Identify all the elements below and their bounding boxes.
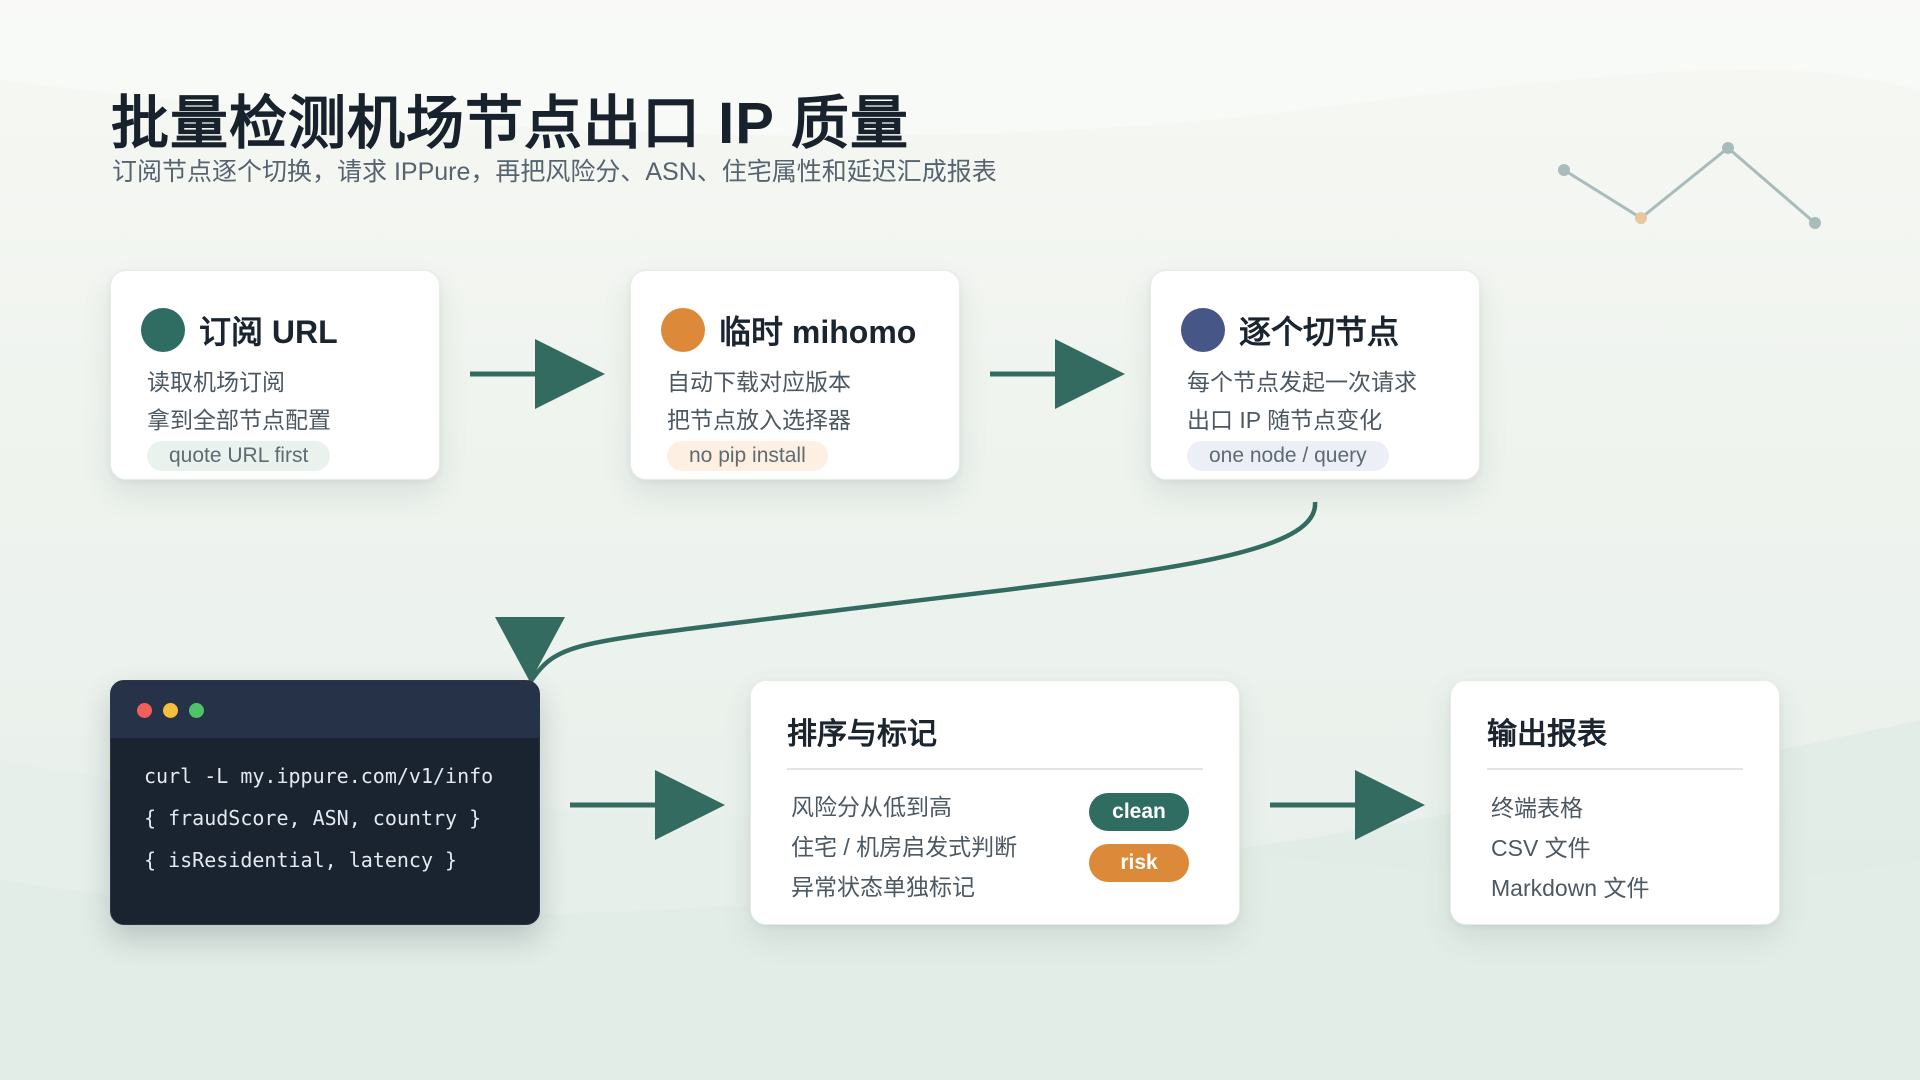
terminal-window: curl -L my.ippure.com/v1/info { fraudSco… <box>110 680 540 925</box>
step-line: 读取机场订阅 <box>147 369 285 395</box>
arrow-step3-to-terminal <box>495 501 1318 687</box>
panel-title: 排序与标记 <box>787 718 937 751</box>
step-title: 逐个切节点 <box>1239 314 1400 350</box>
step-line: 拿到全部节点配置 <box>147 407 331 433</box>
code-line: curl -L my.ippure.com/v1/info <box>144 764 494 788</box>
step-line: 出口 IP 随节点变化 <box>1187 407 1383 433</box>
close-dot-icon <box>137 703 152 718</box>
step-tag: quote URL first <box>147 441 331 471</box>
decorative-sparkline-icon <box>1558 142 1821 229</box>
step-dot-icon <box>1181 308 1225 352</box>
step-dot-icon <box>141 308 185 352</box>
step-card-temp-mihomo: 临时 mihomo 自动下载对应版本 把节点放入选择器 no pip insta… <box>630 270 960 480</box>
code-line: { isResidential, latency } <box>144 848 458 872</box>
page-title: 批量检测机场节点出口 IP 质量 <box>111 91 909 156</box>
divider <box>787 768 1203 770</box>
page-subtitle: 订阅节点逐个切换，请求 IPPure，再把风险分、ASN、住宅属性和延迟汇成报表 <box>112 158 997 186</box>
step-title: 订阅 URL <box>199 314 338 350</box>
sort-and-mark-panel: 排序与标记 风险分从低到高 住宅 / 机房启发式判断 异常状态单独标记 clea… <box>750 680 1240 925</box>
step-tag: no pip install <box>667 441 828 471</box>
arrow-sort-to-output <box>1270 770 1425 840</box>
arrow-terminal-to-sort <box>570 770 725 840</box>
step-card-subscription-url: 订阅 URL 读取机场订阅 拿到全部节点配置 quote URL first <box>110 270 440 480</box>
arrow-step2-to-step3 <box>990 339 1125 409</box>
step-card-switch-nodes: 逐个切节点 每个节点发起一次请求 出口 IP 随节点变化 one node / … <box>1150 270 1480 480</box>
risk-badge: risk <box>1089 844 1189 882</box>
maximize-dot-icon <box>189 703 204 718</box>
code-line: { fraudScore, ASN, country } <box>144 806 482 830</box>
step-line: 把节点放入选择器 <box>667 407 851 433</box>
panel-item: 终端表格 <box>1491 795 1583 821</box>
step-dot-icon <box>661 308 705 352</box>
panel-item: CSV 文件 <box>1491 835 1591 861</box>
divider <box>1487 768 1743 770</box>
step-title: 临时 mihomo <box>719 314 917 350</box>
panel-item: 住宅 / 机房启发式判断 <box>791 834 1018 860</box>
minimize-dot-icon <box>163 703 178 718</box>
output-report-panel: 输出报表 终端表格 CSV 文件 Markdown 文件 <box>1450 680 1780 925</box>
panel-item: Markdown 文件 <box>1491 875 1650 901</box>
step-line: 每个节点发起一次请求 <box>1187 369 1417 395</box>
clean-badge: clean <box>1089 793 1189 831</box>
arrow-step1-to-step2 <box>470 339 605 409</box>
panel-item: 风险分从低到高 <box>791 794 952 820</box>
step-line: 自动下载对应版本 <box>667 369 851 395</box>
terminal-titlebar <box>111 681 539 738</box>
step-tag: one node / query <box>1187 441 1389 471</box>
panel-item: 异常状态单独标记 <box>791 874 975 900</box>
panel-title: 输出报表 <box>1487 718 1607 751</box>
